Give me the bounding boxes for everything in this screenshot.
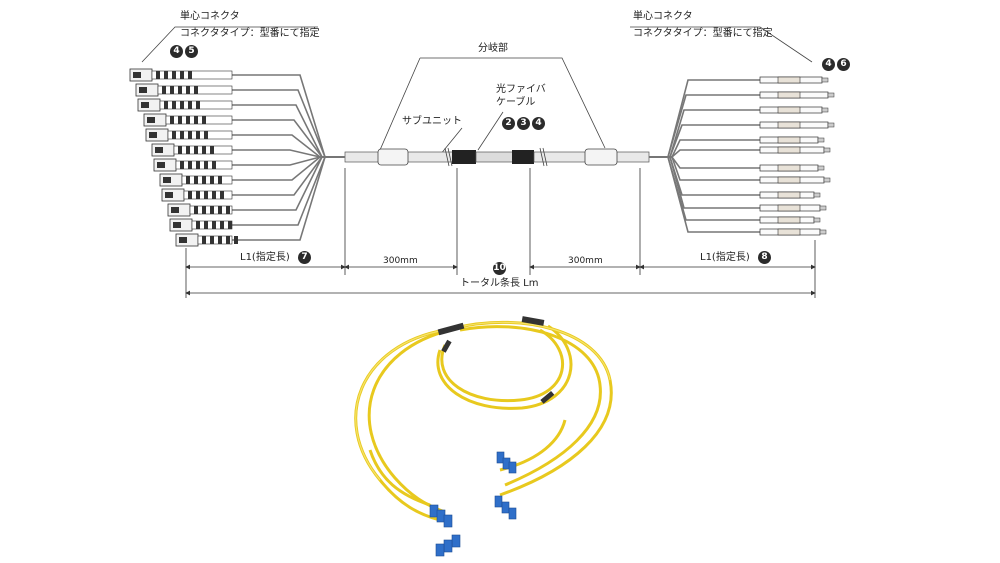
left-connector-type-note: コネクタタイプ：型番にて指定	[180, 28, 320, 39]
left-connector-leader	[141, 26, 318, 63]
right-connector-leader	[630, 26, 813, 63]
right-cable-boot	[512, 150, 534, 164]
total-length-label: トータル条長 Lm	[460, 278, 539, 289]
left-branch-boot	[377, 148, 409, 166]
right-lc-connector	[759, 121, 835, 129]
right-lc-connector	[759, 91, 835, 99]
right-lc-connector	[759, 191, 821, 199]
left-branch-length: 300mm	[383, 256, 418, 266]
right-branch-length: 300mm	[568, 256, 603, 266]
subunit-leader	[439, 127, 463, 156]
dimension-lines	[185, 168, 816, 298]
left-sc-connector	[137, 98, 233, 112]
right-lc-connector	[759, 176, 831, 184]
right-lc-connector	[759, 146, 831, 154]
left-sc-connector	[175, 233, 238, 247]
right-lc-connector	[759, 228, 827, 236]
product-photo	[354, 316, 613, 557]
cable-label-line1: 光ファイバ	[496, 84, 546, 95]
cable-ref-1: 2	[502, 117, 515, 130]
main-trunk	[344, 147, 650, 167]
leader-lines	[141, 26, 813, 156]
left-sc-connector	[135, 83, 233, 97]
right-fanout	[649, 79, 760, 233]
left-connector-title: 単心コネクタ	[180, 11, 240, 22]
left-sc-connector	[161, 188, 233, 202]
right-lc-connector	[759, 164, 825, 172]
left-connectors	[129, 68, 238, 247]
left-sc-connector	[159, 173, 233, 187]
right-length-ref: 8	[758, 251, 771, 264]
left-sc-connector	[129, 68, 233, 82]
left-sc-connector	[167, 203, 233, 217]
left-connector-ref-2: 5	[185, 45, 198, 58]
right-lc-connector	[759, 204, 827, 212]
right-connectors	[759, 76, 835, 236]
left-sc-connector	[151, 143, 233, 157]
center-ref: 10	[493, 262, 506, 275]
left-connector-ref-1: 4	[170, 45, 183, 58]
right-connector-ref-1: 4	[822, 58, 835, 71]
left-sc-connector	[145, 128, 233, 142]
right-length-label: L1(指定長)	[700, 252, 750, 263]
cable-leader	[477, 111, 504, 151]
left-length-label: L1(指定長)	[240, 252, 290, 263]
right-lc-connector	[759, 216, 821, 224]
photo-left-connectors	[429, 504, 461, 557]
cable-ref-2: 3	[517, 117, 530, 130]
left-sc-connector	[169, 218, 233, 232]
right-connector-title: 単心コネクタ	[633, 11, 693, 22]
left-sc-connector	[153, 158, 233, 172]
right-lc-connector	[759, 136, 825, 144]
cable-ref-3: 4	[532, 117, 545, 130]
right-connector-type-note: コネクタタイプ：型番にて指定	[633, 28, 773, 39]
branch-leader-left	[379, 57, 421, 151]
subunit-label: サブユニット	[402, 116, 462, 127]
right-connector-ref-2: 6	[837, 58, 850, 71]
left-cable-boot	[452, 150, 476, 164]
left-fanout	[232, 74, 345, 241]
right-lc-connector	[759, 76, 829, 84]
right-lc-connector	[759, 106, 829, 114]
left-length-ref: 7	[298, 251, 311, 264]
branch-label: 分岐部	[478, 43, 508, 54]
right-branch-boot	[584, 148, 618, 166]
branch-leader-right	[420, 57, 606, 149]
cable-label-line2: ケーブル	[496, 97, 536, 108]
left-sc-connector	[143, 113, 233, 127]
photo-right-connectors	[494, 451, 517, 520]
